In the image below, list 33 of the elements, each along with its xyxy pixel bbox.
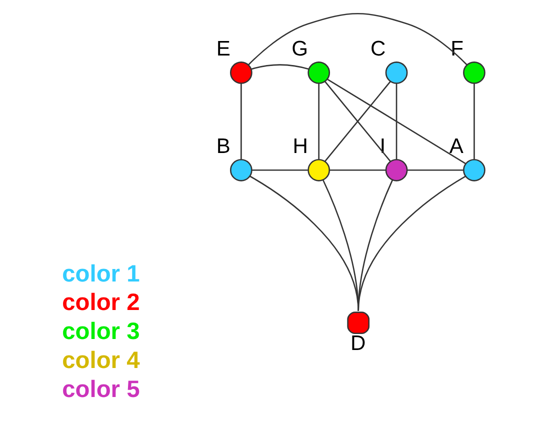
connector [318, 83, 319, 160]
node-circle [462, 62, 485, 84]
node-label: A [448, 134, 463, 158]
node-circle [229, 158, 252, 182]
node-label: F [450, 37, 464, 60]
connector [406, 169, 463, 171]
legend-label: color 5 [62, 377, 140, 404]
connector [395, 83, 397, 160]
connector [240, 83, 242, 160]
legend-label: color 1 [62, 261, 140, 288]
connector [357, 180, 393, 312]
node-label: D [350, 332, 366, 356]
node-circle [307, 62, 330, 84]
node-label: B [216, 134, 230, 158]
node-circle [462, 158, 485, 182]
connector [250, 64, 309, 70]
legend-label: color 4 [62, 348, 140, 374]
connector [247, 13, 467, 66]
node-label: E [216, 37, 230, 60]
node-circle [384, 62, 408, 84]
node-circle [307, 158, 330, 182]
node-label: H [292, 134, 308, 158]
node-label: C [370, 37, 386, 60]
legend-label: color 3 [62, 319, 140, 346]
connector [473, 83, 474, 160]
node-circle [384, 158, 408, 182]
node-circle [229, 62, 252, 84]
connector [329, 169, 386, 171]
node-label: G [291, 37, 308, 60]
legend-label: color 2 [62, 290, 140, 316]
connector [252, 169, 308, 171]
connector [326, 78, 466, 164]
connector [357, 176, 466, 312]
